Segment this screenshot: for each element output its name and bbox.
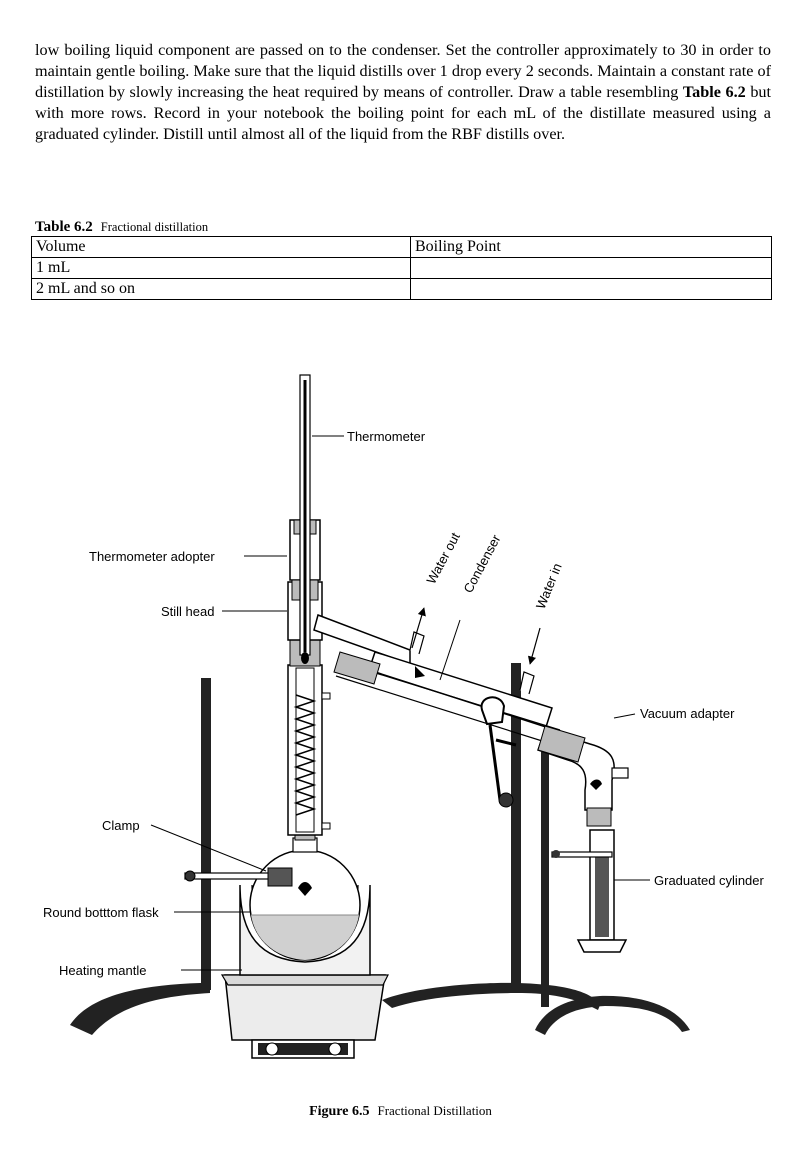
condenser [333, 631, 561, 746]
label-thermometer: Thermometer [347, 429, 426, 444]
flask-clamp [184, 867, 293, 887]
left-stand-rod [201, 678, 211, 990]
label-graduated-cylinder: Graduated cylinder [654, 873, 765, 888]
label-still-head: Still head [161, 604, 214, 619]
figure-caption-text: Fractional Distillation [377, 1103, 492, 1118]
distillation-table: Volume Boiling Point 1 mL 2 mL and so on [31, 236, 772, 300]
right-stand-base [535, 995, 690, 1035]
fractionating-column [287, 639, 331, 836]
table-reference: Table 6.2 [682, 83, 746, 102]
table-caption: Table 6.2 Fractional distillation [35, 219, 208, 236]
round-bottom-flask [249, 827, 361, 961]
label-heating-mantle: Heating mantle [59, 963, 146, 978]
cell-volume: 2 mL and so on [31, 278, 411, 300]
label-water-in: Water in [533, 561, 565, 611]
table-row: 2 mL and so on [31, 278, 772, 300]
label-thermometer-adapter: Thermometer adopter [89, 549, 215, 564]
label-clamp: Clamp [102, 818, 140, 833]
label-water-out: Water out [423, 530, 463, 587]
left-stand-base [70, 983, 210, 1035]
cell-boiling-point [410, 278, 772, 300]
middle-stand-rod [511, 663, 521, 988]
paragraph-text-2: but with more rows. Record in your noteb… [35, 83, 771, 144]
cylinder-clamp [551, 850, 613, 858]
condenser-clamp [480, 696, 517, 808]
paragraph-text-1: low boiling liquid component are passed … [35, 41, 771, 102]
thermometer [299, 374, 311, 664]
vacuum-adapter [537, 725, 629, 827]
table-header-row: Volume Boiling Point [31, 236, 772, 258]
label-vacuum-adapter: Vacuum adapter [640, 706, 735, 721]
graduated-cylinder [576, 829, 628, 953]
label-condenser: Condenser [460, 532, 503, 596]
table-caption-text: Fractional distillation [100, 220, 209, 234]
heating-mantle [220, 884, 389, 1059]
figure-caption-number: Figure 6.5 [309, 1104, 370, 1119]
body-paragraph: low boiling liquid component are passed … [35, 40, 771, 145]
table-row: 1 mL [31, 257, 772, 279]
figure-caption: Figure 6.5 Fractional Distillation [0, 1103, 801, 1120]
table-caption-number: Table 6.2 [35, 219, 93, 235]
right-stand-rod [541, 752, 549, 1007]
label-round-bottom-flask: Round botttom flask [43, 905, 159, 920]
